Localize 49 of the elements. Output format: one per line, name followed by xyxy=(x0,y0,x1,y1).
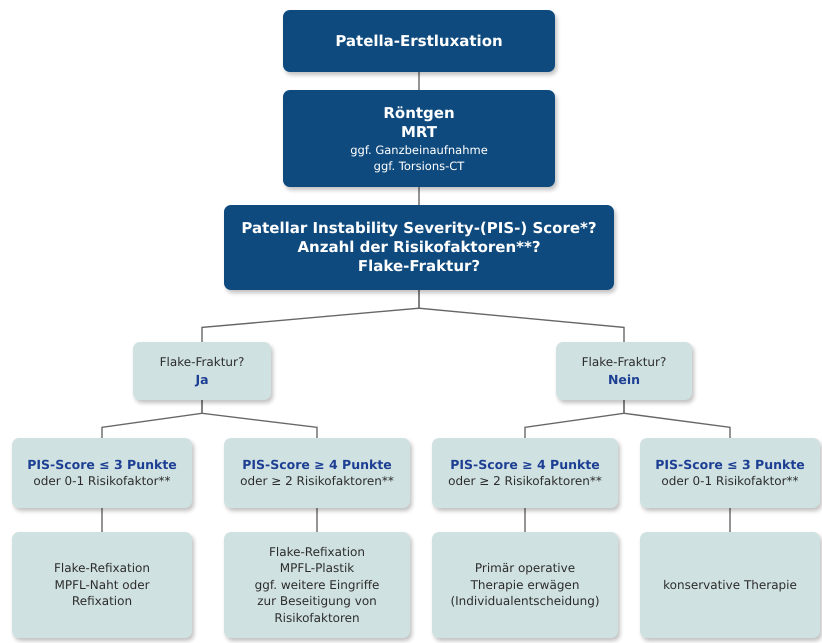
box-text: Flake-Refixation xyxy=(54,560,150,577)
box-heading: Röntgen xyxy=(383,104,455,122)
decision-box xyxy=(133,342,271,400)
box-heading: Ja xyxy=(195,370,209,388)
box-text: Flake-Fraktur? xyxy=(160,354,244,371)
process-box xyxy=(224,205,614,290)
box-text: oder ≥ 2 Risikofaktoren** xyxy=(448,473,602,490)
decision-box xyxy=(640,438,820,508)
connector-line xyxy=(201,400,318,438)
result-box xyxy=(640,532,820,638)
box-heading: MRT xyxy=(400,122,438,142)
connector-line xyxy=(101,508,103,532)
box-text: oder 0-1 Risikofaktor** xyxy=(661,473,799,490)
process-box xyxy=(283,10,555,72)
box-text: MPFL-Plastik xyxy=(280,560,354,577)
connector-line xyxy=(316,508,318,532)
connector-line xyxy=(729,508,731,532)
box-heading: PIS-Score ≥ 4 Punkte xyxy=(242,456,392,474)
decision-box xyxy=(12,438,192,508)
decision-box xyxy=(556,342,692,400)
box-heading: Flake-Fraktur? xyxy=(358,257,480,276)
box-heading: Patellar Instability Severity-(PIS-) Score*? xyxy=(241,219,597,238)
box-text: ggf. Ganzbeinaufnahme xyxy=(350,142,488,158)
connector-line xyxy=(418,72,420,90)
result-box xyxy=(432,532,618,638)
box-heading: PIS-Score ≥ 4 Punkte xyxy=(450,456,600,474)
box-text: oder ≥ 2 Risikofaktoren** xyxy=(240,473,394,490)
connector-line xyxy=(623,400,731,438)
result-box xyxy=(224,532,410,638)
connector-line xyxy=(418,290,625,342)
process-box xyxy=(283,90,555,187)
box-text: konservative Therapie xyxy=(663,576,797,594)
connector-line xyxy=(524,508,526,532)
box-text: Flake-Fraktur? xyxy=(582,354,666,371)
box-heading: Nein xyxy=(608,370,640,388)
box-text: ggf. Torsions-CT xyxy=(374,158,464,174)
box-text: Primär operative Therapie erwägen (Individualentscheidung) xyxy=(450,560,600,610)
box-heading: Patella-Erstluxation xyxy=(335,32,503,50)
box-heading: PIS-Score ≤ 3 Punkte xyxy=(655,456,805,474)
box-text: oder 0-1 Risikofaktor** xyxy=(33,473,171,490)
box-heading: Anzahl der Risikofaktoren**? xyxy=(297,238,541,257)
result-box xyxy=(12,532,192,638)
decision-box xyxy=(224,438,410,508)
box-text: ggf. weitere Eingriffe zur Beseitigung von Risikofaktoren xyxy=(254,576,380,626)
connector-line xyxy=(418,187,420,205)
decision-box xyxy=(432,438,618,508)
box-text: MPFL-Naht oder Refixation xyxy=(53,576,151,610)
box-heading: PIS-Score ≤ 3 Punkte xyxy=(27,456,177,474)
box-text: Flake-Refixation xyxy=(268,544,365,560)
